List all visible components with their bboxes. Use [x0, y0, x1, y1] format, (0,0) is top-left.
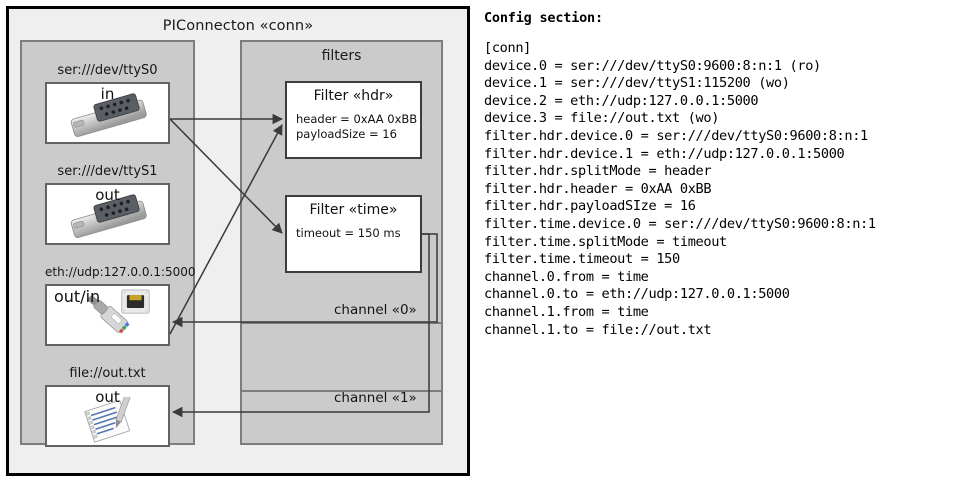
piconnector-diagram: PIConnecton «conn» filters ser:///dev/tt… — [6, 6, 470, 476]
text-file-icon — [84, 397, 131, 443]
device-file-out-caption: file://out.txt — [69, 366, 146, 381]
serial-port-icon — [70, 194, 147, 238]
filters-group-label: filters — [321, 48, 362, 64]
device-eth-udp-direction: out/in — [54, 287, 101, 306]
device-file-out-box[interactable]: out — [45, 385, 170, 447]
device-file-out-direction: out — [95, 388, 120, 406]
device-eth-udp-caption: eth://udp:127.0.0.1:5000 — [45, 265, 196, 279]
device-ser-ttyS0-box[interactable]: in — [45, 82, 170, 144]
device-ser-ttyS0-direction: in — [100, 85, 115, 103]
page-title: PIConnecton «conn» — [162, 18, 314, 34]
serial-port-icon — [70, 93, 147, 137]
channel-0-label: channel «0» — [334, 302, 417, 318]
device-ser-ttyS1-box[interactable]: out — [45, 183, 170, 245]
channel-1-band — [240, 324, 443, 392]
filter-time-title: Filter «time» — [309, 202, 398, 218]
filter-hdr-card[interactable]: Filter «hdr» header = 0xAA 0xBB payloadS… — [285, 81, 422, 159]
config-heading: Config section: — [484, 10, 603, 26]
ethernet-plug-icon — [88, 289, 150, 334]
device-ser-ttyS1-caption: ser:///dev/ttyS1 — [57, 164, 158, 179]
filter-hdr-title: Filter «hdr» — [313, 88, 394, 104]
config-section: Config section: [conn] device.0 = ser://… — [482, 6, 960, 406]
device-ser-ttyS1-direction: out — [95, 186, 120, 204]
filter-time-card[interactable]: Filter «time» timeout = 150 ms — [285, 195, 422, 273]
channel-1-label: channel «1» — [334, 390, 417, 406]
device-eth-udp-box[interactable]: out/in — [45, 284, 170, 346]
filter-hdr-props: header = 0xAA 0xBB payloadSize = 16 — [296, 112, 418, 141]
device-ser-ttyS0-caption: ser:///dev/ttyS0 — [57, 63, 158, 78]
config-code-block: [conn] device.0 = ser:///dev/ttyS0:9600:… — [484, 40, 876, 338]
filter-time-props: timeout = 150 ms — [296, 226, 401, 240]
